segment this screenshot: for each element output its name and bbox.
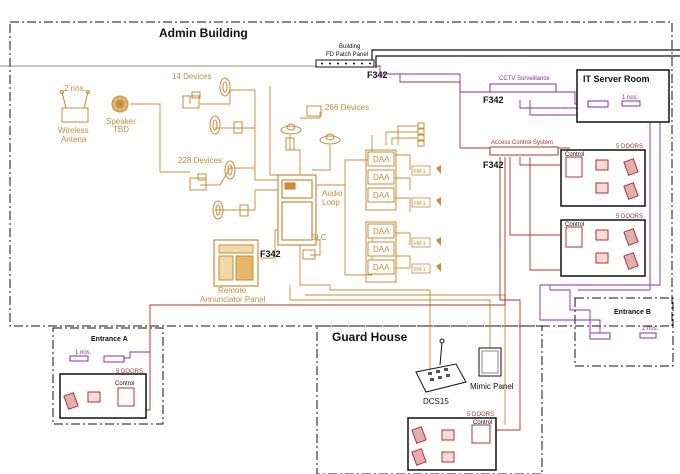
audio-loop-label-2: Loop [322, 198, 340, 207]
it-server-room-box [576, 69, 670, 123]
door-group-1-label: 5 DOORS [616, 144, 643, 150]
fm-label-3: FM-1 [414, 241, 426, 247]
patch-panel-label-1: Building [339, 44, 360, 50]
entrance-b-nvr [589, 332, 611, 340]
patch-panel-label-2: FD Patch Panel [326, 52, 368, 58]
access-control-label: Access Control System [491, 140, 553, 146]
access-control-switch [489, 146, 559, 156]
remote-annunciator-label-2: Annunciator Panel [200, 295, 266, 304]
cctv-switch [489, 83, 557, 93]
fire-alarm-panel [277, 174, 317, 246]
entrance-a-title: Entrance A [91, 336, 128, 343]
guard-house-boundary [316, 325, 543, 474]
guard-door-group [407, 417, 497, 471]
fm-label-1: FM-1 [414, 169, 426, 175]
audio-loop-label-1: Audio [322, 189, 343, 198]
it-server-nvr [587, 100, 609, 108]
daa-label-3: DAA [373, 191, 390, 200]
patch-panel-tag: F342 [367, 70, 388, 80]
access-control-tag: F342 [483, 160, 504, 170]
it-server-room-title: IT Server Room [583, 74, 650, 84]
remote-annunciator-label-1: Remote [218, 286, 247, 295]
wireless-label-1: Wireless [58, 126, 89, 135]
fm-modules [411, 165, 431, 274]
wireless-qty: 2 nos. [64, 84, 86, 93]
entrance-a-control: Control [115, 381, 134, 387]
devices-228-label: 228 Devices [178, 156, 222, 165]
relay-modules [417, 122, 425, 147]
door-group-2-label: 5 DOORS [616, 214, 643, 220]
it-server-qty: 1 nos. [622, 95, 639, 101]
access-control-wiring [114, 74, 570, 431]
door-group-1-control: Control [565, 152, 584, 158]
devices-266-label: 266 Devices [325, 103, 369, 112]
fire-alarm-wiring [130, 86, 506, 425]
entrance-b-boundary [574, 297, 674, 367]
mimic-panel-icon [478, 347, 502, 377]
entrance-b-camera [639, 332, 657, 339]
guard-house-title: Guard House [332, 330, 408, 344]
it-server-camera [621, 100, 641, 107]
admin-building-title: Admin Building [159, 26, 248, 40]
daa-group-lower [365, 221, 397, 283]
fm-label-2: FM-1 [414, 201, 426, 207]
device-group-266 [280, 105, 341, 151]
dcs-label: DCS15 [423, 397, 449, 406]
entrance-a-nvr [103, 355, 125, 363]
wireless-label-2: Antena [61, 135, 87, 144]
speaker-label-2: TBD [113, 125, 129, 134]
daa-group-upper [365, 149, 397, 211]
daa-label-6: DAA [373, 263, 390, 272]
entrance-a-boundary [52, 327, 164, 425]
patch-panel-ports [321, 62, 371, 65]
door-group-2-control: Control [565, 222, 584, 228]
guard-control: Control [473, 420, 492, 426]
fire-panel-tag: F342 [260, 249, 281, 259]
fm-label-4: FM-1 [414, 267, 426, 273]
speaker-icon [111, 95, 129, 113]
dcs-console-icon [415, 338, 467, 393]
devices-14-label: 14 Devices [172, 72, 212, 81]
entrance-b-title: Entrance B [614, 309, 651, 316]
device-group-14 [182, 77, 243, 135]
mimic-panel-label: Mimic Panel [470, 382, 514, 391]
wireless-antenna-icon [60, 90, 90, 123]
door-group-1 [560, 149, 646, 207]
speaker-label-1: Speaker [106, 117, 136, 126]
entrance-b-qty: 2 nos. [642, 326, 659, 332]
door-group-2 [560, 219, 646, 277]
uplink-line-1 [371, 49, 680, 64]
slc-label: SLC [311, 233, 327, 242]
daa-label-2: DAA [373, 173, 390, 182]
strobe-icons [436, 165, 441, 272]
cctv-tag: F342 [483, 95, 504, 105]
daa-label-4: DAA [373, 227, 390, 236]
uplink-line-2 [375, 55, 680, 68]
entrance-a-door-group [59, 373, 147, 419]
daa-label-5: DAA [373, 245, 390, 254]
remote-annunciator-icon [213, 239, 259, 287]
daa-label-1: DAA [373, 155, 390, 164]
daa-boxes [367, 151, 395, 275]
entrance-a-doors-label: 5 DOORS [116, 369, 143, 375]
device-group-228 [189, 160, 249, 220]
entrance-a-qty: 1 nos. [75, 350, 92, 356]
cctv-label: CCTV Surveillance [499, 76, 550, 82]
guard-doors-label: 5 DOORS [467, 412, 494, 418]
slc-module [302, 249, 316, 260]
entrance-a-camera [69, 355, 89, 362]
